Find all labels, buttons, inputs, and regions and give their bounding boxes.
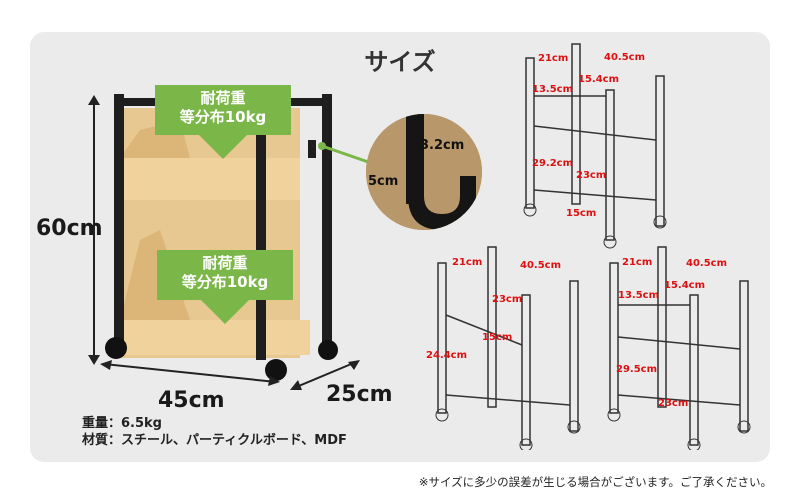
height-label: 60cm [36, 216, 103, 241]
spec-material: 材質：スチール、パーティクルボード、MDF [82, 433, 347, 448]
spec-weight: 重量：6.5kg [82, 416, 162, 431]
dim-label: 15.4cm [664, 280, 706, 291]
dim-label: 13.5cm [532, 84, 574, 95]
hook-closeup [366, 114, 482, 230]
section-title: サイズ [364, 48, 436, 76]
hook-pointer-line [318, 142, 375, 166]
top-shelf-front [120, 158, 300, 200]
caster [318, 340, 338, 360]
dim-label: 40.5cm [604, 52, 646, 63]
dim-label: 29.2cm [532, 158, 574, 169]
arrow-down-icon [195, 131, 251, 159]
arrow-down-icon [197, 296, 253, 324]
dim-label: 29.5cm [616, 364, 658, 375]
spec-list: 重量：6.5kg 材質：スチール、パーティクルボード、MDF [82, 415, 347, 449]
side-hook [308, 140, 316, 158]
dim-label: 15cm [482, 332, 513, 343]
dim-label: 13.5cm [618, 290, 660, 301]
wagon-photo [105, 94, 338, 381]
dim-label: 21cm [622, 257, 653, 268]
height-arrow-icon [88, 95, 100, 365]
hook-height-label: 5cm [368, 174, 399, 189]
left-front-post [114, 94, 124, 356]
diagram-bottom-right [607, 246, 751, 450]
width-label: 45cm [158, 388, 225, 413]
depth-arrow-icon [290, 360, 360, 390]
load-badge-bottom: 耐荷重 等分布10kg [157, 250, 293, 300]
diagram-bottom-left [435, 246, 581, 450]
dim-label: 40.5cm [686, 258, 728, 269]
badge-line1: 耐荷重 [200, 89, 246, 107]
caster [265, 359, 287, 381]
dim-label: 15.4cm [578, 74, 620, 85]
right-back-post [322, 94, 332, 356]
dim-label: 24.4cm [426, 350, 468, 361]
caster [105, 337, 127, 359]
dim-label: 40.5cm [520, 260, 562, 271]
dim-label: 23cm [492, 294, 523, 305]
badge-line1: 耐荷重 [202, 254, 248, 272]
hook-width-label: 3.2cm [420, 138, 465, 153]
dim-label: 23cm [576, 170, 607, 181]
badge-line2: 等分布10kg [179, 108, 267, 126]
dim-label: 21cm [538, 53, 569, 64]
hook-drawing [366, 114, 482, 230]
width-arrow-icon [100, 360, 280, 386]
diagram-top-right [523, 43, 667, 249]
dim-label: 21cm [452, 257, 483, 268]
depth-label: 25cm [326, 382, 393, 407]
load-badge-top: 耐荷重 等分布10kg [155, 85, 291, 135]
right-front-post [256, 102, 266, 360]
dim-label: 23cm [658, 398, 689, 409]
size-disclaimer: ※サイズに多少の誤差が生じる場合がございます。ご了承ください。 [418, 475, 772, 489]
dim-label: 15cm [566, 208, 597, 219]
badge-line2: 等分布10kg [181, 273, 269, 291]
